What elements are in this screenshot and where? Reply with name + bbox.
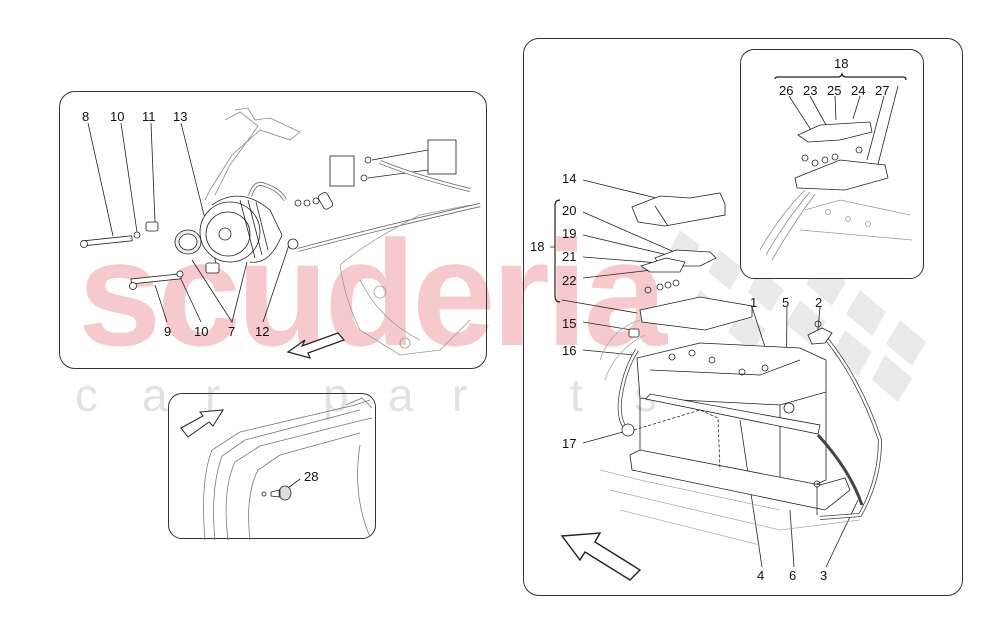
callout-25: 25 bbox=[827, 83, 842, 98]
group-label-18: 18 bbox=[834, 56, 849, 71]
callout-27: 27 bbox=[875, 83, 890, 98]
callout-2: 2 bbox=[815, 295, 823, 310]
callout-22: 22 bbox=[562, 273, 577, 288]
callout-15: 15 bbox=[562, 316, 577, 331]
callout-12: 12 bbox=[255, 324, 270, 339]
socket-panel bbox=[168, 393, 376, 539]
callout-28: 28 bbox=[304, 469, 319, 484]
battery-panel bbox=[523, 38, 963, 596]
callout-19: 19 bbox=[562, 226, 577, 241]
callout-13: 13 bbox=[173, 109, 188, 124]
callout-10: 10 bbox=[194, 324, 209, 339]
callout-16: 16 bbox=[562, 343, 577, 358]
callout-23: 23 bbox=[803, 83, 818, 98]
callout-9: 9 bbox=[164, 324, 172, 339]
callout-5: 5 bbox=[782, 295, 790, 310]
watermark-letter: r bbox=[205, 369, 221, 421]
callout-24: 24 bbox=[851, 83, 866, 98]
callout-14: 14 bbox=[562, 171, 577, 186]
callout-26: 26 bbox=[779, 83, 794, 98]
watermark-letter: r bbox=[452, 369, 468, 421]
callout-21: 21 bbox=[562, 249, 577, 264]
callout-3: 3 bbox=[820, 568, 828, 583]
watermark-letter: a bbox=[388, 369, 414, 421]
callout-20: 20 bbox=[562, 203, 577, 218]
callout-6: 6 bbox=[789, 568, 797, 583]
watermark-letter: a bbox=[142, 369, 168, 421]
callout-4: 4 bbox=[757, 568, 765, 583]
watermark-letter: p bbox=[323, 369, 349, 421]
callout-1: 1 bbox=[750, 295, 758, 310]
watermark-letter: c bbox=[75, 369, 98, 421]
alternator-panel bbox=[59, 91, 487, 369]
callout-17: 17 bbox=[562, 436, 577, 451]
callout-10: 10 bbox=[110, 109, 125, 124]
callout-7: 7 bbox=[228, 324, 236, 339]
watermark-letter: t bbox=[570, 369, 583, 421]
callout-8: 8 bbox=[82, 109, 90, 124]
callout-18: 18 bbox=[530, 239, 545, 254]
callout-11: 11 bbox=[142, 109, 156, 124]
